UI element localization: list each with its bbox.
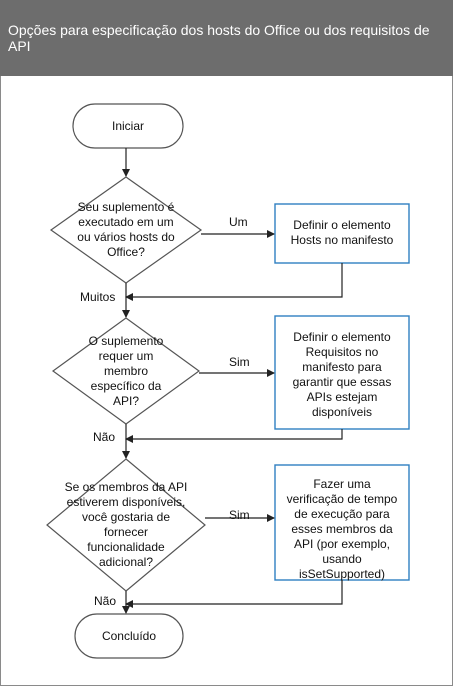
action-2-text: Definir o elemento Requisitos no manifes… — [292, 330, 392, 419]
decision-3-text: Se os membros da API estiverem disponíve… — [64, 480, 188, 569]
end-label: Concluído — [101, 628, 157, 643]
connector-action1-merge — [125, 263, 343, 301]
decision-2-text: O suplemento requer um membro específico… — [88, 333, 164, 408]
end-terminal — [74, 613, 184, 659]
action-3-text: Fazer uma verificação de tempo de execuç… — [286, 477, 398, 581]
start-label: Iniciar — [111, 118, 144, 133]
edge-label-d3-no: Não — [94, 594, 117, 608]
decision-1-text: Seu suplemento é executado em um ou vári… — [77, 200, 175, 259]
edge-label-d1-no: Muitos — [80, 290, 116, 304]
diagram-title: Opções para especificação dos hosts do O… — [0, 0, 453, 76]
edge-label-d1-yes: Um — [229, 215, 248, 229]
connector-action3-merge — [125, 580, 343, 608]
start-terminal — [72, 103, 184, 149]
action-1-text: Definir o elemento Hosts no manifesto — [290, 218, 394, 247]
edge-label-d2-no: Não — [93, 430, 116, 444]
connector-action2-merge — [125, 429, 343, 443]
edge-label-d3-yes: Sim — [229, 508, 250, 522]
edge-label-d2-yes: Sim — [229, 355, 250, 369]
action-3-box — [274, 464, 410, 581]
